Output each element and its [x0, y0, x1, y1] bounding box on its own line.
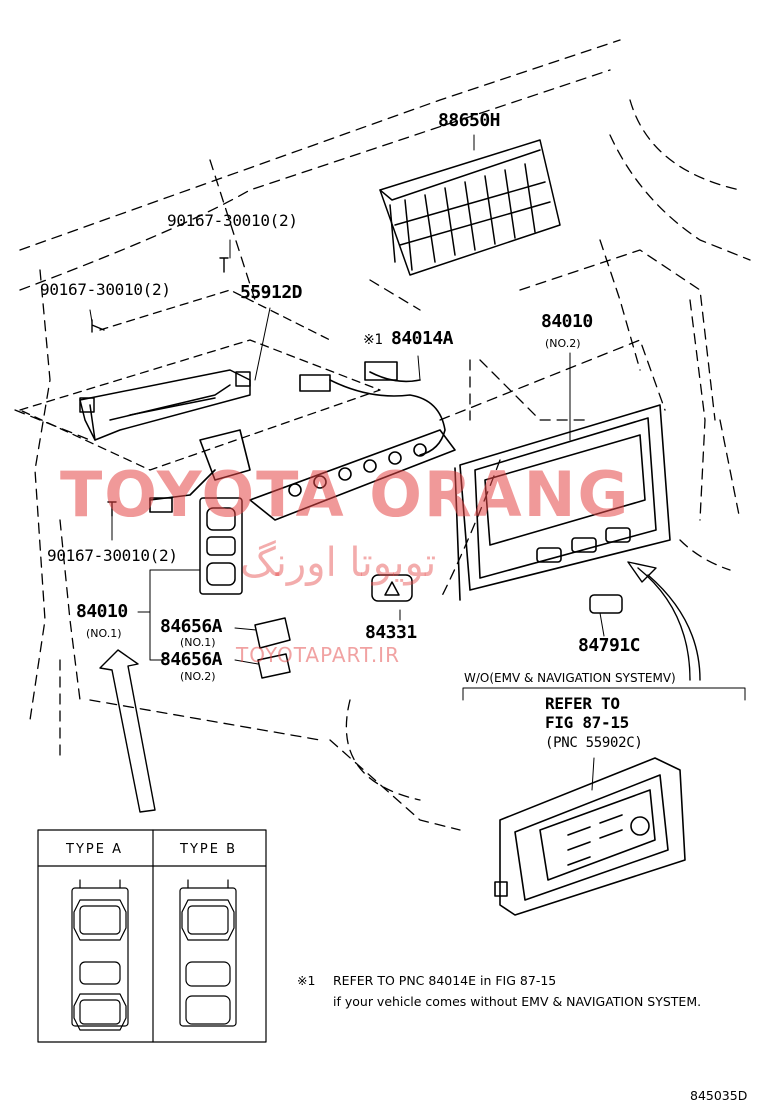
type-a-header: TYPE A — [66, 842, 123, 857]
footnote-line-1: REFER TO PNC 84014E in FIG 87-15 — [333, 973, 557, 988]
part-sublabel-84656a-no1: (NO.1) — [180, 636, 216, 649]
watermark-brand: TOYOTA ORANG — [60, 458, 631, 531]
type-b-header: TYPE B — [180, 842, 237, 857]
arrow-icon — [99, 561, 701, 813]
part-label-84791c: 84791C — [578, 635, 641, 656]
part-label-90167-top: 90167-30010(2) — [167, 211, 298, 230]
part-label-88650h: 88650H — [438, 110, 501, 131]
part-label-84010-no1: 84010 — [76, 601, 128, 622]
refer-line-1: REFER TO — [545, 694, 620, 713]
screw-icon — [91, 257, 229, 517]
bracket-outline — [19, 289, 381, 471]
part-label-90167-bottom: 90167-30010(2) — [47, 546, 178, 565]
type-b-switch-icon — [179, 879, 237, 1027]
hazard-switch-84331 — [371, 574, 413, 602]
footnote-line-2: if your vehicle comes without EMV & NAVI… — [333, 994, 702, 1009]
footnote-mark: ※1 — [297, 973, 316, 988]
dashboard-outline — [14, 39, 751, 831]
part-label-55912d: 55912D — [240, 282, 303, 303]
watermark-brand-fa: تویوتا اورنگ — [240, 540, 437, 586]
part-label-84656a-no1: 84656A — [160, 616, 223, 637]
module-88650h — [379, 139, 561, 276]
switch-panel-84010-no1 — [199, 497, 243, 595]
type-table — [37, 829, 267, 1043]
part-label-84656a-no2: 84656A — [160, 649, 223, 670]
leader-lines — [89, 134, 746, 791]
variant-condition: W/O(EMV & NAVIGATION SYSTEMV) — [464, 671, 676, 685]
watermark-site: TOYOTAPART.IR — [236, 643, 400, 667]
center-panel-84010-no2 — [454, 404, 671, 601]
part-sublabel-84010-no2: (NO.2) — [545, 337, 581, 350]
alt-panel-55902c — [494, 757, 686, 916]
bracket-55912d — [79, 369, 251, 441]
footnote-mark-84014a: ※1 — [363, 332, 383, 348]
refer-line-2: FIG 87-15 — [545, 713, 629, 732]
part-label-84010-no2: 84010 — [541, 311, 593, 332]
type-a-switch-icon — [71, 879, 129, 1031]
part-label-90167-left: 90167-30010(2) — [40, 280, 171, 299]
part-label-84014a: 84014A — [391, 328, 454, 349]
knob-84656a — [254, 617, 291, 679]
diagram-id: 845035D — [690, 1088, 748, 1103]
refer-line-3: (PNC 55902C) — [545, 735, 643, 751]
switch-84791c — [589, 594, 623, 614]
part-sublabel-84010-no1: (NO.1) — [86, 627, 122, 640]
part-sublabel-84656a-no2: (NO.2) — [180, 670, 216, 683]
harness-84014a — [149, 361, 456, 521]
part-label-84331: 84331 — [365, 622, 417, 643]
